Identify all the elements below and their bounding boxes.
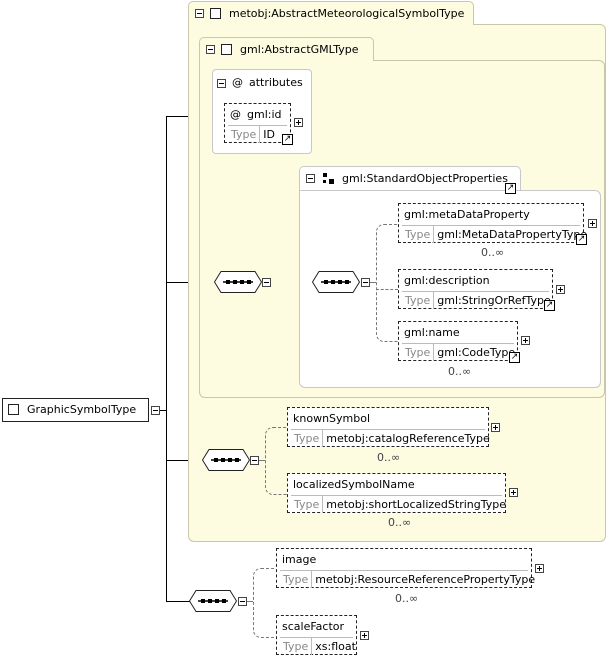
expand-toggle[interactable] [556, 285, 565, 294]
attributes-header: @ attributes [232, 76, 303, 89]
group-icon [323, 173, 334, 184]
abstract-met-title: metobj:AbstractMeteorologicalSymbolType [229, 7, 465, 20]
collapse-toggle[interactable] [195, 9, 204, 18]
connector [159, 410, 167, 411]
expand-toggle[interactable] [509, 488, 518, 497]
type-label: Type [402, 344, 435, 361]
expand-toggle[interactable] [521, 336, 530, 345]
attributes-title: attributes [249, 76, 303, 89]
abstract-gml-tab: gml:AbstractGMLType [199, 37, 374, 61]
collapse-toggle[interactable] [238, 597, 247, 606]
type-label: Type [402, 292, 435, 309]
type-link-icon[interactable]: ↗ [282, 134, 293, 145]
connector [259, 460, 265, 461]
gml-name-type: gml:CodeType [437, 346, 516, 359]
connector [376, 289, 398, 290]
connector [247, 601, 253, 602]
description-name: gml:description [404, 274, 490, 287]
root-element[interactable]: GraphicSymbolType [2, 398, 149, 422]
root-element-name: GraphicSymbolType [27, 403, 137, 416]
sequence-compositor-shape [189, 590, 237, 612]
connector [376, 224, 399, 342]
sequence-compositor[interactable] [214, 271, 262, 293]
type-label: Type [291, 430, 324, 447]
connector [166, 116, 167, 601]
sequence-compositor-shape [214, 271, 262, 293]
description-type: gml:StringOrRefType [437, 294, 551, 307]
expand-toggle[interactable] [360, 631, 369, 640]
type-link-icon[interactable]: ↗ [544, 300, 555, 311]
collapse-toggle[interactable] [262, 278, 271, 287]
collapse-toggle[interactable] [361, 278, 370, 287]
type-label: Type [228, 126, 261, 143]
complex-type-icon [221, 44, 232, 55]
collapse-toggle[interactable] [217, 79, 226, 88]
type-link-icon[interactable]: ↗ [509, 352, 520, 363]
connector [166, 460, 202, 461]
type-label: Type [291, 496, 324, 513]
sequence-compositor-shape [202, 449, 250, 471]
expand-toggle[interactable] [535, 564, 544, 573]
meta-data-property-type: gml:MetaDataPropertyType [437, 228, 588, 241]
abstract-met-tab: metobj:AbstractMeteorologicalSymbolType [188, 1, 474, 25]
type-link-icon[interactable]: ↗ [576, 234, 587, 245]
connector [265, 427, 288, 495]
connector [166, 601, 190, 602]
cardinality: 0..∞ [395, 592, 419, 605]
sequence-compositor[interactable] [189, 590, 237, 612]
sequence-compositor[interactable] [202, 449, 250, 471]
collapse-toggle[interactable] [250, 456, 259, 465]
expand-toggle[interactable] [491, 423, 500, 432]
complex-type-icon [8, 404, 19, 415]
attribute-icon: @ [230, 108, 241, 121]
image-type: metobj:ResourceReferencePropertyType [315, 573, 536, 586]
type-label: Type [280, 571, 313, 588]
sequence-compositor-shape [312, 271, 360, 293]
localized-symbol-name-type: metobj:shortLocalizedStringType [326, 498, 506, 511]
connector [370, 282, 376, 283]
std-props-title: gml:StandardObjectProperties [342, 172, 508, 185]
collapse-toggle[interactable] [306, 174, 315, 183]
cardinality: 0..∞ [377, 451, 401, 464]
expand-toggle[interactable] [588, 219, 597, 228]
collapse-toggle[interactable] [151, 406, 160, 415]
type-label: Type [280, 638, 313, 655]
localized-symbol-name-name: localizedSymbolName [293, 478, 415, 491]
cardinality: 0..∞ [481, 246, 505, 259]
image-name: image [282, 553, 317, 566]
attribute-icon: @ [232, 76, 243, 89]
gml-id-name: gml:id [247, 108, 282, 121]
meta-data-property-name: gml:metaDataProperty [404, 208, 530, 221]
scale-factor-name: scaleFactor [282, 620, 345, 633]
cardinality: 0..∞ [388, 516, 412, 529]
sequence-compositor[interactable] [312, 271, 360, 293]
scale-factor-type: xs:float [315, 640, 356, 653]
known-symbol-name: knownSymbol [293, 412, 371, 425]
cardinality: 0..∞ [448, 365, 472, 378]
std-props-tab: gml:StandardObjectProperties [299, 166, 521, 190]
type-label: Type [402, 226, 435, 243]
abstract-gml-title: gml:AbstractGMLType [240, 43, 359, 56]
gml-id-type: ID [263, 128, 275, 141]
known-symbol-type: metobj:catalogReferenceType [326, 432, 490, 445]
connector [253, 568, 278, 638]
type-link-icon[interactable]: ↗ [505, 183, 516, 194]
gml-name-name: gml:name [404, 326, 460, 339]
collapse-toggle[interactable] [206, 45, 215, 54]
expand-toggle[interactable] [294, 118, 303, 127]
complex-type-icon [210, 8, 221, 19]
